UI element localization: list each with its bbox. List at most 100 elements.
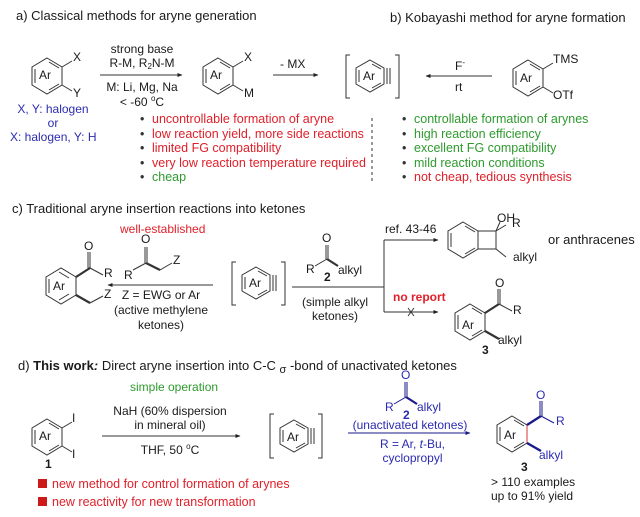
condition-line: NaH (60% dispersion [113,404,227,418]
ring-label: Ar [39,429,51,443]
r-note-line: cyclopropyl [382,451,443,465]
alkyl-label: alkyl [513,250,538,264]
condition-line: in mineral oil) [134,418,206,432]
benzene-ring-b-precursor [512,59,554,97]
atom-r: R [124,268,133,282]
ring-label: Ar [210,68,222,82]
atom-r: R [512,216,521,230]
section-a-title: a) Classical methods for aryne generatio… [16,8,257,23]
bullet-item: controllable formation of arynes [402,112,588,127]
r-note: R = Ar, t-Bu, cyclopropyl [350,437,475,465]
charge-minus: - [462,58,466,67]
reagent-rt: rt [455,80,463,94]
conditions-c-left: Z = EWG or Ar (active methylene ketones) [105,288,217,333]
atom-r: R [385,400,394,414]
atom-r: R [104,266,113,280]
highlight-item: new method for control formation of aryn… [38,475,290,493]
substituent-y: Y [73,86,82,100]
well-established-label: well-established [120,222,206,236]
atom-o: O [322,231,332,245]
note-line: (simple alkyl [301,295,368,309]
aryne-d [269,413,323,459]
reagent-text: F- [455,58,466,73]
condition-line: R-M, R2N-M [109,56,175,71]
highlight-item: new reactivity for new transformation [38,493,290,511]
alkyl-label: alkyl [498,333,523,347]
r-note-line: R = Ar, t-Bu, [379,437,446,451]
ring-label: Ar [249,276,261,290]
bullet-item: low reaction yield, more side reactions [140,127,366,142]
substituent-x: X [73,50,82,64]
section-c-title: c) Traditional aryne insertion reactions… [12,201,306,216]
benzene-ring-a-intermediate [202,57,244,95]
compound-number-2: 2 [403,408,410,422]
conditions-a-above: strong base R-M, R2N-M [100,42,184,71]
substituent-tms: TMS [553,52,579,66]
elimination-label: - MX [280,57,306,71]
sigma-symbol: σ [279,364,287,376]
highlights-d: new method for control formation of aryn… [38,475,290,511]
ring-label: Ar [53,279,65,293]
title-end: -bond of unactivated ketones [286,358,457,373]
bullet-item: very low reaction temperature required [140,156,366,171]
substituent-i: I [72,411,76,425]
bullet-item: uncontrollable formation of aryne [140,112,366,127]
alkyl-label: alkyl [338,263,363,277]
atom-o: O [141,232,151,246]
substituent-i: I [72,447,76,461]
condition-line: M: Li, Mg, Na [106,80,178,94]
result-line: > 110 examples [491,475,576,489]
oh-group: OH [497,211,515,225]
substituent-x: X [244,50,253,64]
atom-r: R [513,303,522,317]
bullet-item: limited FG compatibility [140,141,366,156]
ring-label: Ar [520,71,532,85]
note-line: X: halogen, Y: H [10,130,97,144]
condition-line: strong base [110,42,174,56]
conditions-a-below: M: Li, Mg, Na < -60 oC [100,80,184,109]
atom-z: Z [173,253,181,267]
ketone-c-left-reagent [132,247,173,271]
atom-o: O [536,388,546,402]
bullets-a: uncontrollable formation of aryne low re… [140,112,366,185]
note-line: ketones) [311,309,359,323]
simple-operation-label: simple operation [130,380,219,394]
bullet-item: high reaction efficiency [402,127,588,142]
reagent-fluoride: F- [455,58,465,73]
benzene-ring-a-reactant [31,57,73,95]
compound-number-1: 1 [45,457,52,471]
ref-label: ref. 43-46 [385,222,437,236]
alkyl-label: alkyl [539,448,564,462]
no-report-label: no report [393,290,446,304]
bullet-item: mild reaction conditions [402,156,588,171]
atom-z: Z [104,287,112,301]
compound-number-3: 3 [482,343,489,357]
atom-o: O [84,239,94,253]
ketone-c-2 [314,245,339,267]
ring-label: Ar [39,68,51,82]
title-colon: : [93,358,99,373]
bullet-item: cheap [140,170,366,185]
ring-label: Ar [363,69,375,83]
ketone-note-d: (unactivated ketones) [352,418,468,432]
ring-label: Ar [287,430,299,444]
section-b-title: b) Kobayashi method for aryne formation [390,10,626,25]
atom-o: O [495,276,505,290]
result-summary: > 110 examples up to 91% yield [491,475,575,503]
conditions-d-below: THF, 50 oC [140,442,200,457]
title-rest: Direct aryne insertion into C-C [98,358,280,373]
condition-line: ketones) [137,318,185,332]
substituent-note: X, Y: halogen or X: halogen, Y: H [10,102,97,144]
result-line: up to 91% yield [491,489,574,503]
bullets-b: controllable formation of arynes high re… [402,112,588,185]
title-bold: This work [33,358,94,373]
substituent-m: M [244,86,254,100]
ketone-note-c: (simple alkyl ketones) [292,295,378,323]
anthracenes-note: or anthracenes [548,232,635,247]
section-d-title: d) This work: Direct aryne insertion int… [18,358,457,376]
benzene-ring-d-reactant [31,418,73,456]
note-line: or [47,116,59,130]
ring-label: Ar [504,428,516,442]
atom-r: R [556,414,565,428]
